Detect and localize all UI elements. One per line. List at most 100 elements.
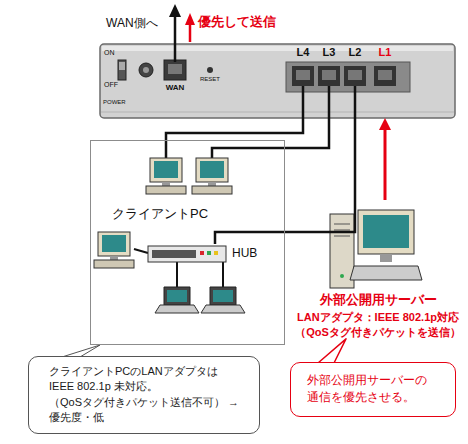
router-body [100,44,455,118]
wan-arrow [169,4,181,62]
callout-text: クライアントPCのLANアダプタは IEEE 802.1p 未対応。 （QoSタ… [49,364,245,426]
client-laptop [201,287,245,313]
port-label: L3 [323,46,336,59]
server-computer [380,254,392,262]
lan-port-block [374,66,396,86]
lan-port-block [348,70,362,80]
port-label: L1 [379,46,392,59]
client-laptop [155,287,199,313]
arrow-head [379,118,391,130]
server-computer [363,215,409,248]
client-laptop [167,290,187,302]
client-pc [192,186,232,194]
area-title: クライアントPC [112,206,208,222]
client-pc [150,158,182,182]
server-computer [350,266,422,280]
wan-arrow [169,4,181,17]
priority-arrow [379,118,391,200]
client-pc [98,232,130,256]
power-socket [139,63,153,77]
priority-arrow [384,128,387,200]
client-pc [208,182,216,186]
client-pc [110,256,118,260]
wan-port [164,60,186,80]
hub-body [148,246,226,262]
hub-body [214,251,218,255]
router-body [101,112,454,113]
callout-text: 外部公開用サーバーの 通信を優先させる。 [307,372,441,407]
server-computer [334,230,350,231]
port-label: L2 [349,46,362,59]
priority-arrow [185,13,195,25]
server-note: LANアダプタ：IEEE 802.1p対応 （QoSタグ付きパケットを送信） [292,310,464,339]
callout-bubble: クライアントPCのLANアダプタは IEEE 802.1p 未対応。 （QoSタ… [28,356,260,434]
client-pc [192,158,232,194]
client-pc [94,260,134,268]
router-body [102,46,453,51]
lan-cable [134,249,148,253]
lan-cable [134,86,355,287]
router-device: ON OFF POWER WAN RESET L4 L3 L2 L1 [100,44,455,118]
lan-port-block [318,66,340,86]
hub-body [200,251,204,255]
client-pc [200,161,224,178]
hub-body [207,251,211,255]
client-pc [146,158,186,194]
callout-tail [318,339,346,363]
server-computer [340,274,344,278]
client-pc [196,158,228,182]
wan-port [164,60,186,80]
server-computer [334,224,350,225]
server: 外部公開用サーバー LANアダプタ：IEEE 802.1p対応 （QoSタグ付きパ… [292,200,464,339]
client-area: クライアントPC HUB [90,140,285,345]
lan-cable [215,118,355,244]
hub: HUB [148,244,260,264]
lan-cable [354,86,357,118]
direction-label: WAN側へ [106,16,158,30]
client-laptop [164,287,190,305]
power-switch [118,60,126,80]
lan-port-block [286,62,410,92]
switch-label: OFF [104,81,118,89]
client-laptop [213,290,233,302]
priority-arrow [189,24,192,42]
callout-tail [318,339,346,363]
client-pc [146,186,186,194]
power-socket [143,67,149,73]
client-pc [154,161,178,178]
lan-cable [176,262,178,287]
hub-body [148,246,226,262]
wan-arrow [174,16,177,62]
server-computer [358,210,414,254]
port-label: L4 [297,46,310,59]
reset-hole [207,67,213,73]
reset-hole [207,67,213,73]
client-laptop [210,287,236,305]
hub-body [152,250,196,258]
port-label: WAN [166,83,185,93]
lan-port-block [292,66,314,86]
lan-port-block [344,66,366,86]
client-laptop [201,305,245,313]
lan-port-block [286,62,410,92]
power-socket [139,63,153,77]
server-computer [334,236,350,237]
client-pc [162,182,170,186]
client-pc [102,235,126,252]
lan-port-block [296,70,310,80]
client-pc [94,232,134,268]
lan-port-block [378,70,392,80]
server-title: 外部公開用サーバー [292,292,464,308]
lan-port-block [322,70,336,80]
callout-bubble: 外部公開用サーバーの 通信を優先させる。 [290,362,456,417]
switch-label: ON [104,49,115,57]
wan-port [168,64,182,74]
power-label: POWER [103,99,126,106]
priority-label: 優先して送信 [198,14,276,30]
power-switch [118,60,126,80]
lan-cable [222,262,224,287]
lan-cable [212,86,329,158]
lan-cable [215,118,355,244]
reset-label: RESET [200,76,220,83]
